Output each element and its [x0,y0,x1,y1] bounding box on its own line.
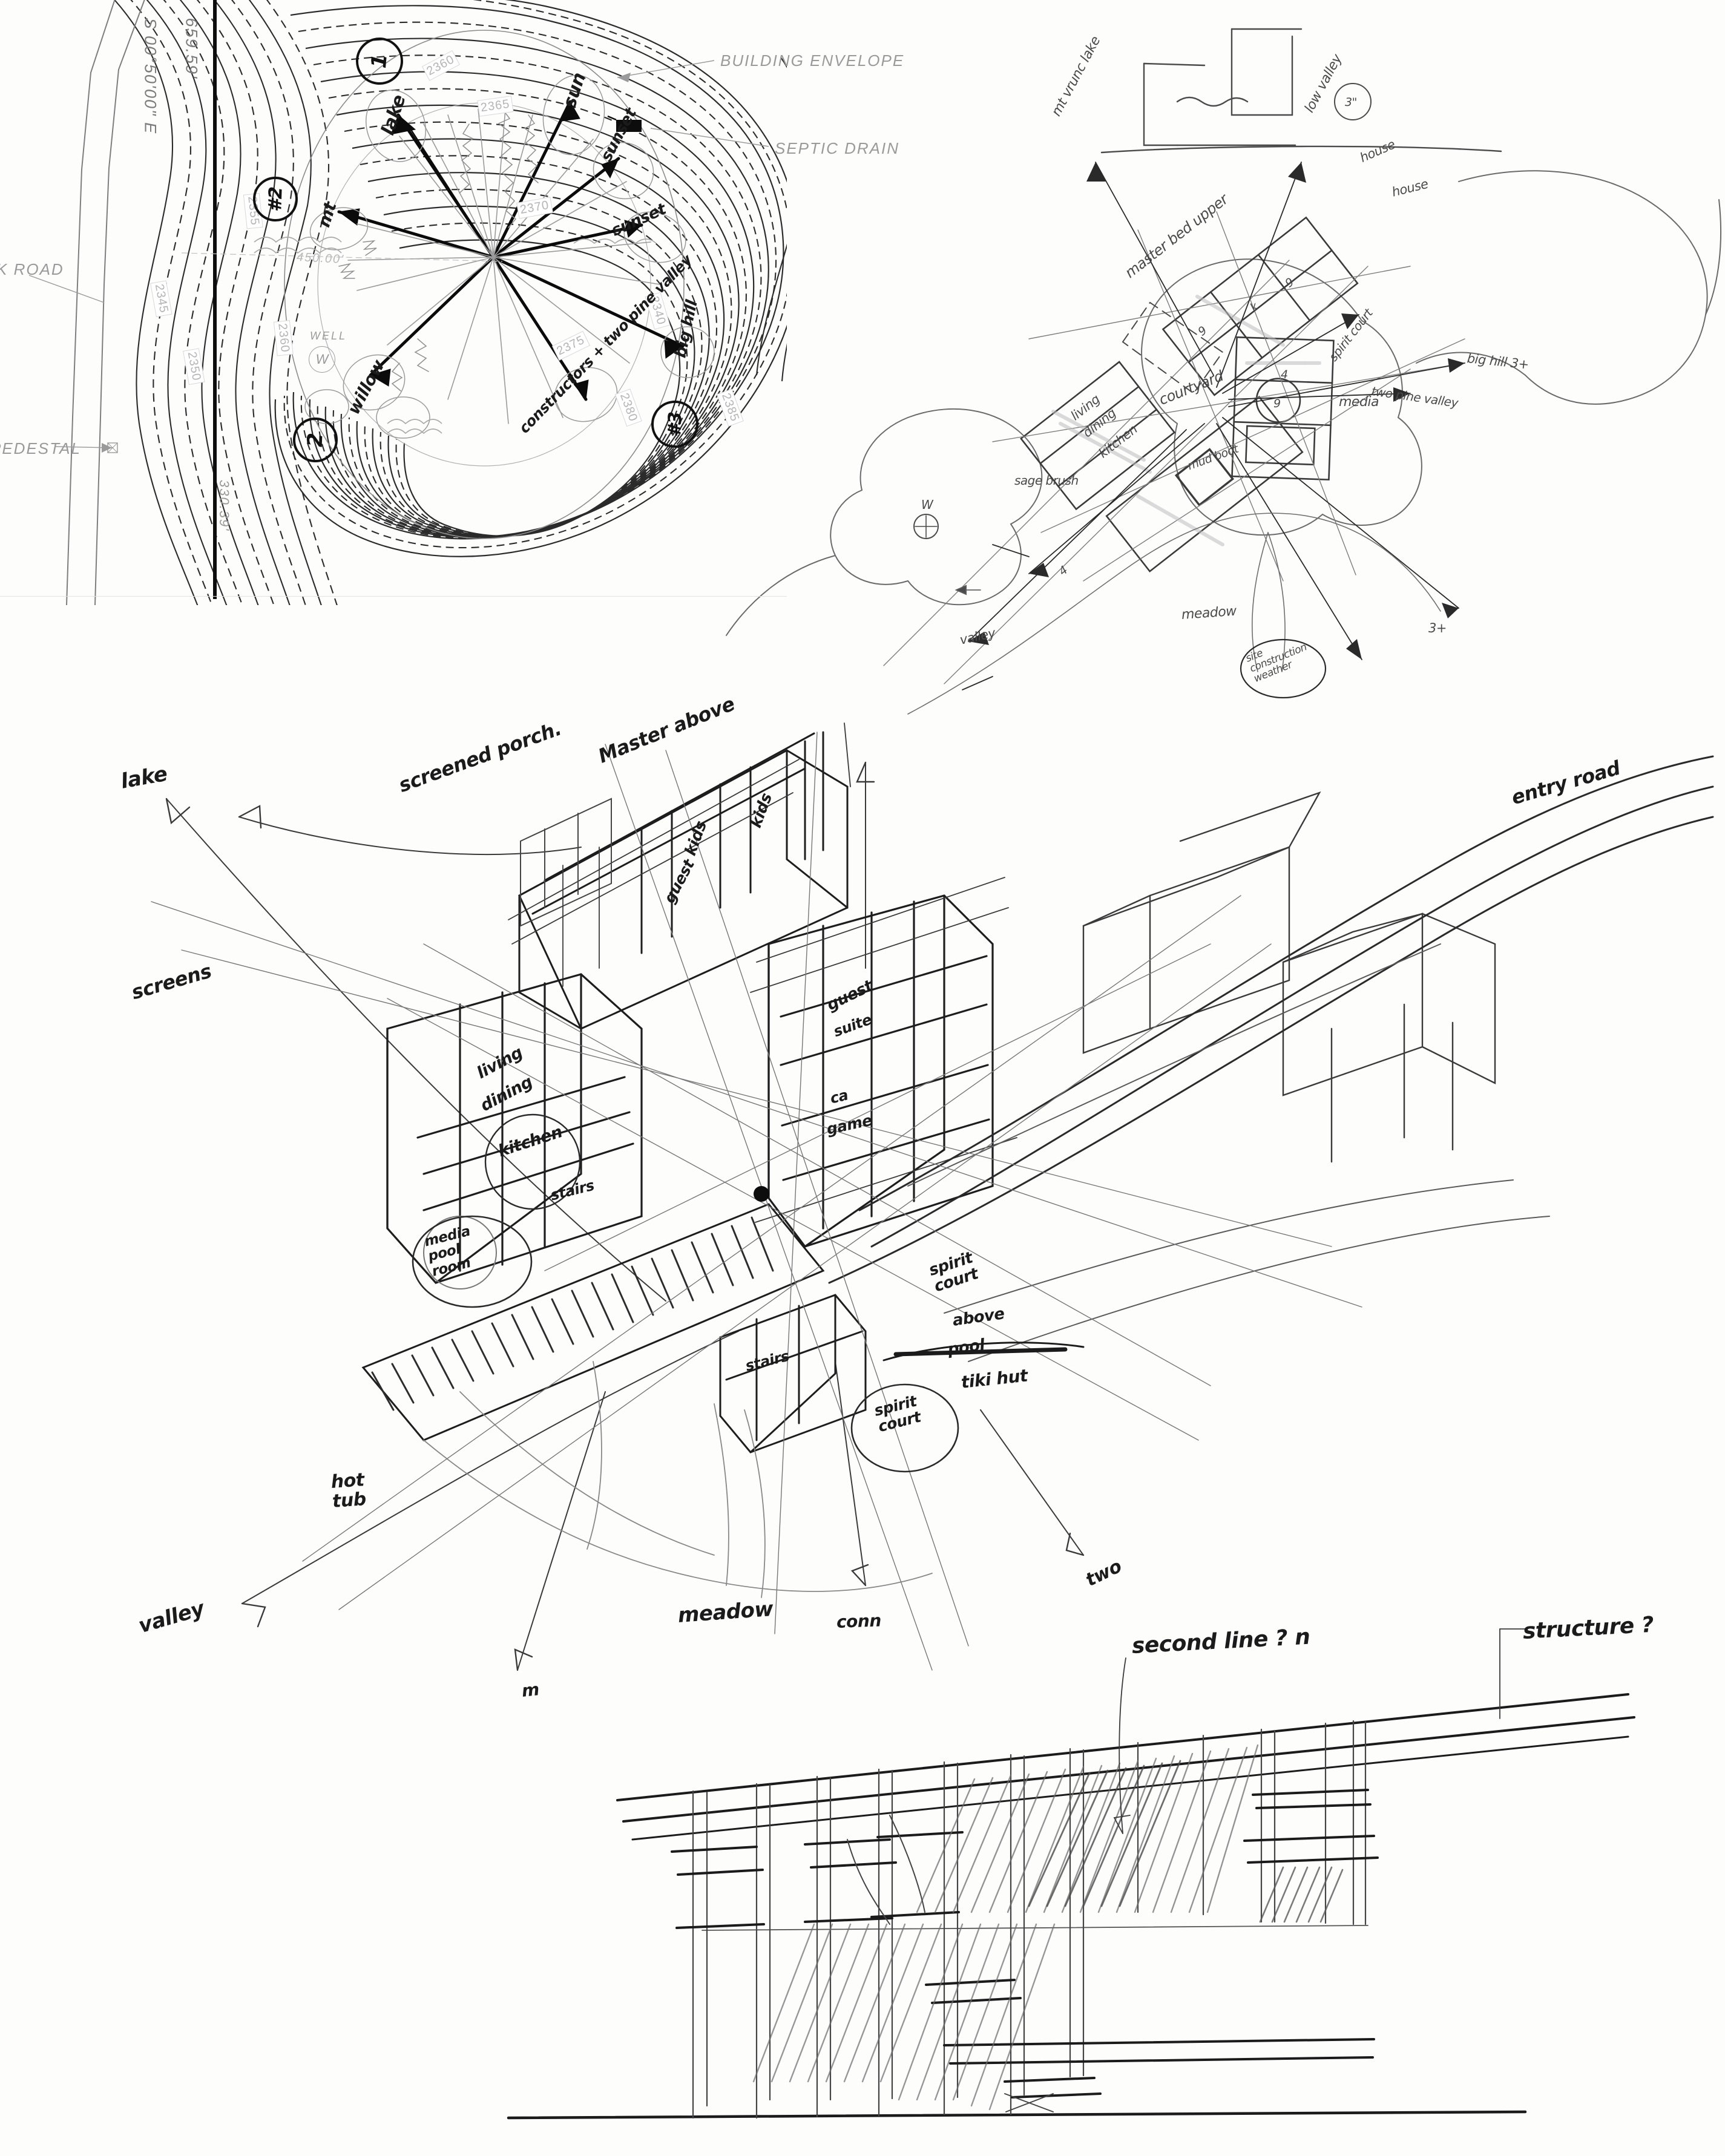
site-marker-3: #3 [650,399,700,449]
persp-label-game: game [824,1111,874,1138]
site-view-note-sunset-a: sunset [597,105,640,165]
persp-label-entry-road: entry road [1508,756,1623,810]
elevation-label-second-line: second line ? n [1131,1624,1311,1659]
site-view-note-big-hill: big hill [671,298,702,360]
road-band [66,0,145,605]
diagram-view-two-pine-valley: two pine valley [1370,384,1459,410]
diagram-label-media: media [1339,395,1379,410]
persp-label-pool: pool [946,1335,986,1359]
persp-label-spirit-court-upper: spirit court [927,1248,981,1296]
site-view-note-sunset-b: sunset [608,200,669,240]
survey-bearing: S 00°50'00" E [141,18,160,135]
persp-label-lake: lake [119,761,169,794]
diagram-note-3-inch: 3" [1345,96,1357,109]
persp-label-screened-porch: screened porch. [395,716,565,797]
diagram-label-courtyard: courtyard [1156,367,1226,408]
diagram-label-mud-boot: mud boot [1186,442,1240,473]
diagram-view-spirit-court: spirit court [1326,306,1376,364]
diagram-compass-west-label: W [921,497,933,512]
contour-label: 2345 [150,280,172,317]
persp-label-kitchen: kitchen [496,1122,565,1161]
survey-dimension-horizontal: 450.00' [296,251,345,267]
diagram-view-valley: valley [958,625,997,647]
persp-label-above: above [951,1305,1006,1330]
persp-label-screens: screens [128,959,214,1004]
diagram-view-house-b: house [1390,176,1430,200]
diagram-view-house-a: house [1358,137,1398,165]
persp-label-two: two [1082,1555,1125,1591]
cad-callout-well: WELL [310,330,347,342]
contour-label: 2360 [273,319,294,356]
persp-label-suite: suite [831,1011,874,1041]
cad-callout-septic-drain: SEPTIC DRAIN [775,139,900,157]
contour-label: 2385 [716,388,744,427]
contour-label: 2365 [477,96,514,117]
persp-label-master-above: Master above [594,692,738,768]
diagram-note-site-construction-weather: site construction weather [1244,641,1309,685]
diagram-view-3plus: 3+ [1428,621,1447,635]
site-view-note-sun: sun [559,70,590,111]
persp-label-stairs-left: stairs [548,1176,596,1204]
cad-callout-building-envelope: BUILDING ENVELOPE [720,51,905,70]
diagram-grid-number: 9 [1195,324,1209,339]
diagram-grid-number: 9 [1273,397,1281,410]
persp-label-conn: conn [836,1610,882,1632]
contour-label: 2370 [516,197,553,219]
persp-label-kids-b: kids [746,791,777,831]
survey-distance-secondary: 330.39' [217,480,232,532]
persp-label-ca: ca [828,1086,850,1107]
diagram-label-master-bed-upper: master bed upper [1122,191,1232,282]
persp-label-guest-right: guest [824,977,876,1015]
persp-label-spirit-court-circled: spirit court [872,1392,923,1436]
cad-callout-road: K ROAD [0,260,64,278]
contour-label: 2360 [421,50,460,81]
persp-label-tiki-hut: tiki hut [960,1365,1029,1392]
diagram-grid-number: 4 [1281,368,1288,381]
site-view-note-mt: mt [314,199,341,230]
contour-label: 2350 [183,348,205,385]
diagram-grid-number: 9 [1283,275,1296,290]
well-symbol: W [309,346,335,373]
diagram-view-low-valley: low valley [1301,52,1346,116]
top-section-vignette [1100,28,1502,154]
diagram-view-mt-vrunc-lake: mt vrunc lake [1048,34,1104,119]
site-view-note-lake: lake [377,92,410,138]
persp-label-hot-tub: hot tub [330,1469,367,1512]
diagram-view-sage-brush: sage brush [1014,473,1079,488]
persp-label-media-pool-room: media pool room [422,1223,473,1280]
site-view-note-willow: willow [343,356,389,418]
cad-callout-pedestal: PEDESTAL [0,439,81,457]
persp-label-meadow: meadow [677,1597,774,1628]
survey-distance: 659.59' [182,18,201,80]
diagram-grid-number: 4 [1056,563,1070,578]
elevation-label-structure: structure ? [1522,1612,1655,1644]
persp-label-kids-a: kids [681,819,711,859]
persp-label-guest-upper: guest [660,856,698,906]
diagram-view-big-hill: big hill 3+ [1466,351,1530,372]
persp-label-m: m [521,1679,540,1701]
persp-label-valley: valley [136,1596,207,1639]
view-cone-arrows [337,100,685,424]
site-marker-2: 2 [292,416,339,464]
sheet-divider [0,596,787,597]
diagram-grid-number: k [1247,300,1261,315]
diagram-view-meadow: meadow [1181,603,1237,623]
persp-label-stairs-center: stairs [743,1347,791,1375]
contour-label: 2380 [614,388,642,427]
site-marker-1: 1 [353,35,406,87]
